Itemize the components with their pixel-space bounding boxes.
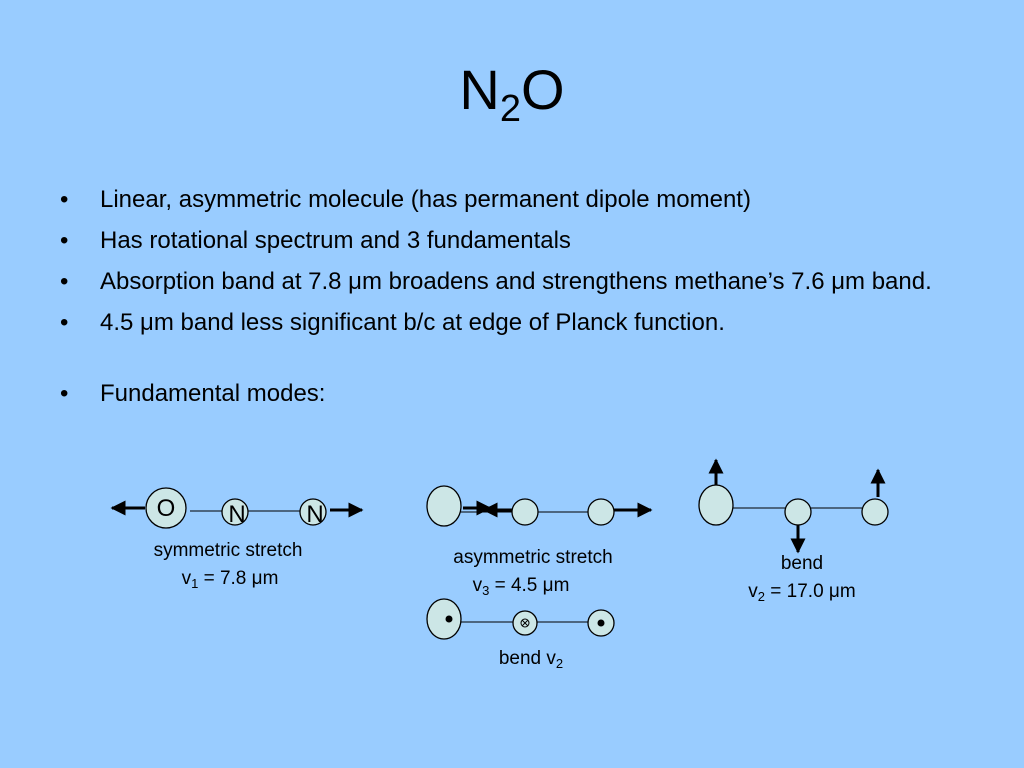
symmetric-caption-title: symmetric stretch	[154, 540, 303, 561]
bullet-text: Has rotational spectrum and 3 fundamenta…	[100, 227, 571, 254]
atom-label-n: N	[228, 501, 245, 528]
title-subscript: 2	[499, 88, 522, 130]
bullet-marker: •	[60, 380, 69, 407]
bullet-marker: •	[60, 309, 69, 336]
oxygen-atom	[426, 598, 462, 640]
oxygen-atom	[698, 484, 734, 526]
bullet-list: • Linear, asymmetric molecule (has perman…	[60, 182, 990, 417]
oxygen-atom	[145, 487, 187, 529]
atom-label-n: N	[306, 501, 323, 528]
asymmetric-caption-freq: v3 = 4.5 μm	[473, 575, 570, 598]
bend-caption-freq: v2 = 17.0 μm	[748, 581, 855, 604]
bend-diagram: bend v2 = 17.0 μm	[698, 458, 889, 604]
title-end: O	[521, 58, 565, 121]
nitrogen-atom	[299, 498, 327, 526]
bend-out-of-plane-diagram: bend v2	[426, 598, 615, 671]
bullet-item: • Absorption band at 7.8 μm broadens and …	[60, 264, 990, 299]
nitrogen-atom	[221, 498, 249, 526]
bullet-marker: •	[60, 268, 69, 295]
bullet-text: Absorption band at 7.8 μm broadens and s…	[100, 268, 932, 295]
bend-v2-caption: bend v2	[499, 648, 563, 671]
bullet-text: 4.5 μm band less significant b/c at edge…	[100, 309, 725, 336]
bullet-item: • 4.5 μm band less significant b/c at edg…	[60, 305, 990, 340]
nitrogen-atom	[861, 498, 889, 526]
oxygen-atom	[426, 485, 462, 527]
symmetric-caption-freq: v1 = 7.8 μm	[182, 568, 279, 591]
atom-label-o: O	[157, 495, 176, 522]
symmetric-stretch-diagram: O N N symmetric stretch v1 = 7.8 μm	[110, 487, 364, 591]
bullet-marker: •	[60, 186, 69, 213]
bend-caption-title: bend	[781, 553, 823, 574]
nitrogen-atom	[511, 498, 539, 526]
out-of-page-dot-icon	[597, 619, 605, 627]
bullet-item: • Linear, asymmetric molecule (has perman…	[60, 182, 990, 217]
nitrogen-atom	[587, 498, 615, 526]
into-page-cross-icon	[520, 618, 530, 628]
title-main: N	[459, 58, 500, 121]
slide-title: N2O	[0, 62, 1024, 129]
asymmetric-caption-title: asymmetric stretch	[453, 547, 612, 568]
nitrogen-atom	[784, 498, 812, 526]
out-of-page-dot-icon	[445, 615, 453, 623]
bullet-item: • Fundamental modes:	[60, 376, 990, 411]
bullet-item: • Has rotational spectrum and 3 fundament…	[60, 223, 990, 258]
cross-stroke	[521, 619, 529, 627]
bullet-text: Fundamental modes:	[100, 380, 326, 407]
bullet-text: Linear, asymmetric molecule (has permane…	[100, 186, 751, 213]
bullet-marker: •	[60, 227, 69, 254]
asymmetric-stretch-diagram: asymmetric stretch v3 = 4.5 μm	[426, 485, 653, 598]
